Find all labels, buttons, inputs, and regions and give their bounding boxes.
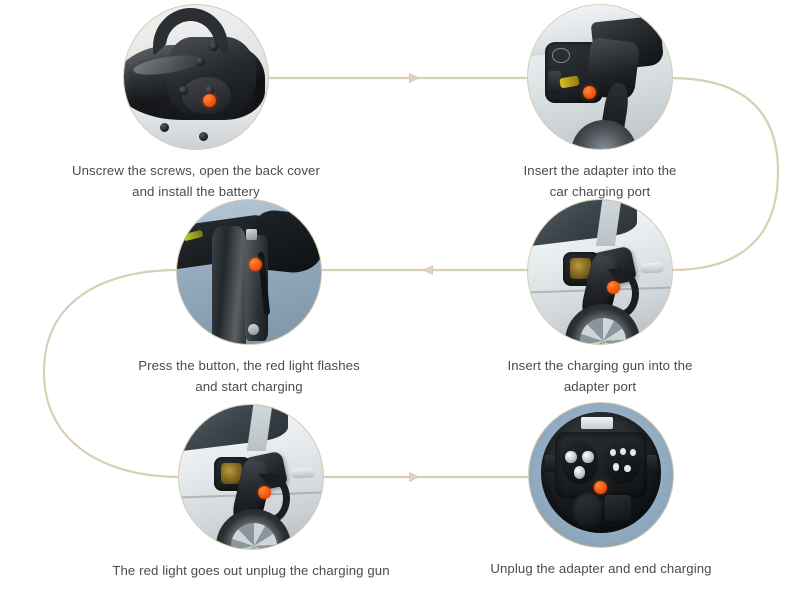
step-3-caption-line-2: and start charging	[195, 379, 303, 394]
step-3-photo	[176, 199, 322, 345]
step-6-caption: Unplug the adapter and end charging	[431, 558, 771, 579]
charging-gun-into-adapter-photo	[528, 200, 672, 344]
step-4-caption-line-1: Insert the charging gun into the	[507, 358, 693, 373]
handheld-charger-back-cover-photo	[124, 5, 268, 149]
step-1-caption-line-2: and install the battery	[132, 184, 260, 199]
step-1-caption-line-1: Unscrew the screws, open the back cover	[72, 163, 320, 178]
step-4-caption: Insert the charging gun into the adapter…	[430, 355, 770, 397]
adapter-into-car-charging-port-photo	[528, 5, 672, 149]
step-3-caption-line-1: Press the button, the red light flashes	[138, 358, 360, 373]
step-3: Press the button, the red light flashes …	[79, 199, 419, 397]
step-6-photo	[528, 402, 674, 548]
step-1-caption: Unscrew the screws, open the back cover …	[26, 160, 366, 202]
red-light-indicator-icon	[203, 94, 217, 108]
step-1-photo	[123, 4, 269, 150]
step-3-caption: Press the button, the red light flashes …	[79, 355, 419, 397]
step-2-caption-line-1: Insert the adapter into the	[523, 163, 677, 178]
red-light-indicator-icon	[258, 485, 272, 499]
step-4-caption-line-2: adapter port	[563, 379, 637, 394]
unplug-charging-gun-photo	[179, 405, 323, 549]
step-5-caption-line-1: The red light goes out unplug the chargi…	[112, 563, 390, 578]
step-5-photo	[178, 404, 324, 550]
step-5: The red light goes out unplug the chargi…	[81, 404, 421, 581]
step-5-caption: The red light goes out unplug the chargi…	[81, 560, 421, 581]
red-light-indicator-icon	[593, 480, 607, 494]
step-4-photo	[527, 199, 673, 345]
step-2-caption: Insert the adapter into the car charging…	[430, 160, 770, 202]
step-1: Unscrew the screws, open the back cover …	[26, 4, 366, 202]
press-button-red-light-photo	[177, 200, 321, 344]
step-2-photo	[527, 4, 673, 150]
step-2-caption-line-2: car charging port	[549, 184, 651, 199]
red-light-indicator-icon	[249, 257, 262, 271]
red-light-indicator-icon	[607, 280, 621, 294]
step-6: Unplug the adapter and end charging	[431, 402, 771, 579]
step-6-caption-line-1: Unplug the adapter and end charging	[490, 561, 712, 576]
step-4: Insert the charging gun into the adapter…	[430, 199, 770, 397]
step-2: Insert the adapter into the car charging…	[430, 4, 770, 202]
red-light-indicator-icon	[582, 85, 596, 99]
adapter-front-face-photo	[529, 403, 673, 547]
